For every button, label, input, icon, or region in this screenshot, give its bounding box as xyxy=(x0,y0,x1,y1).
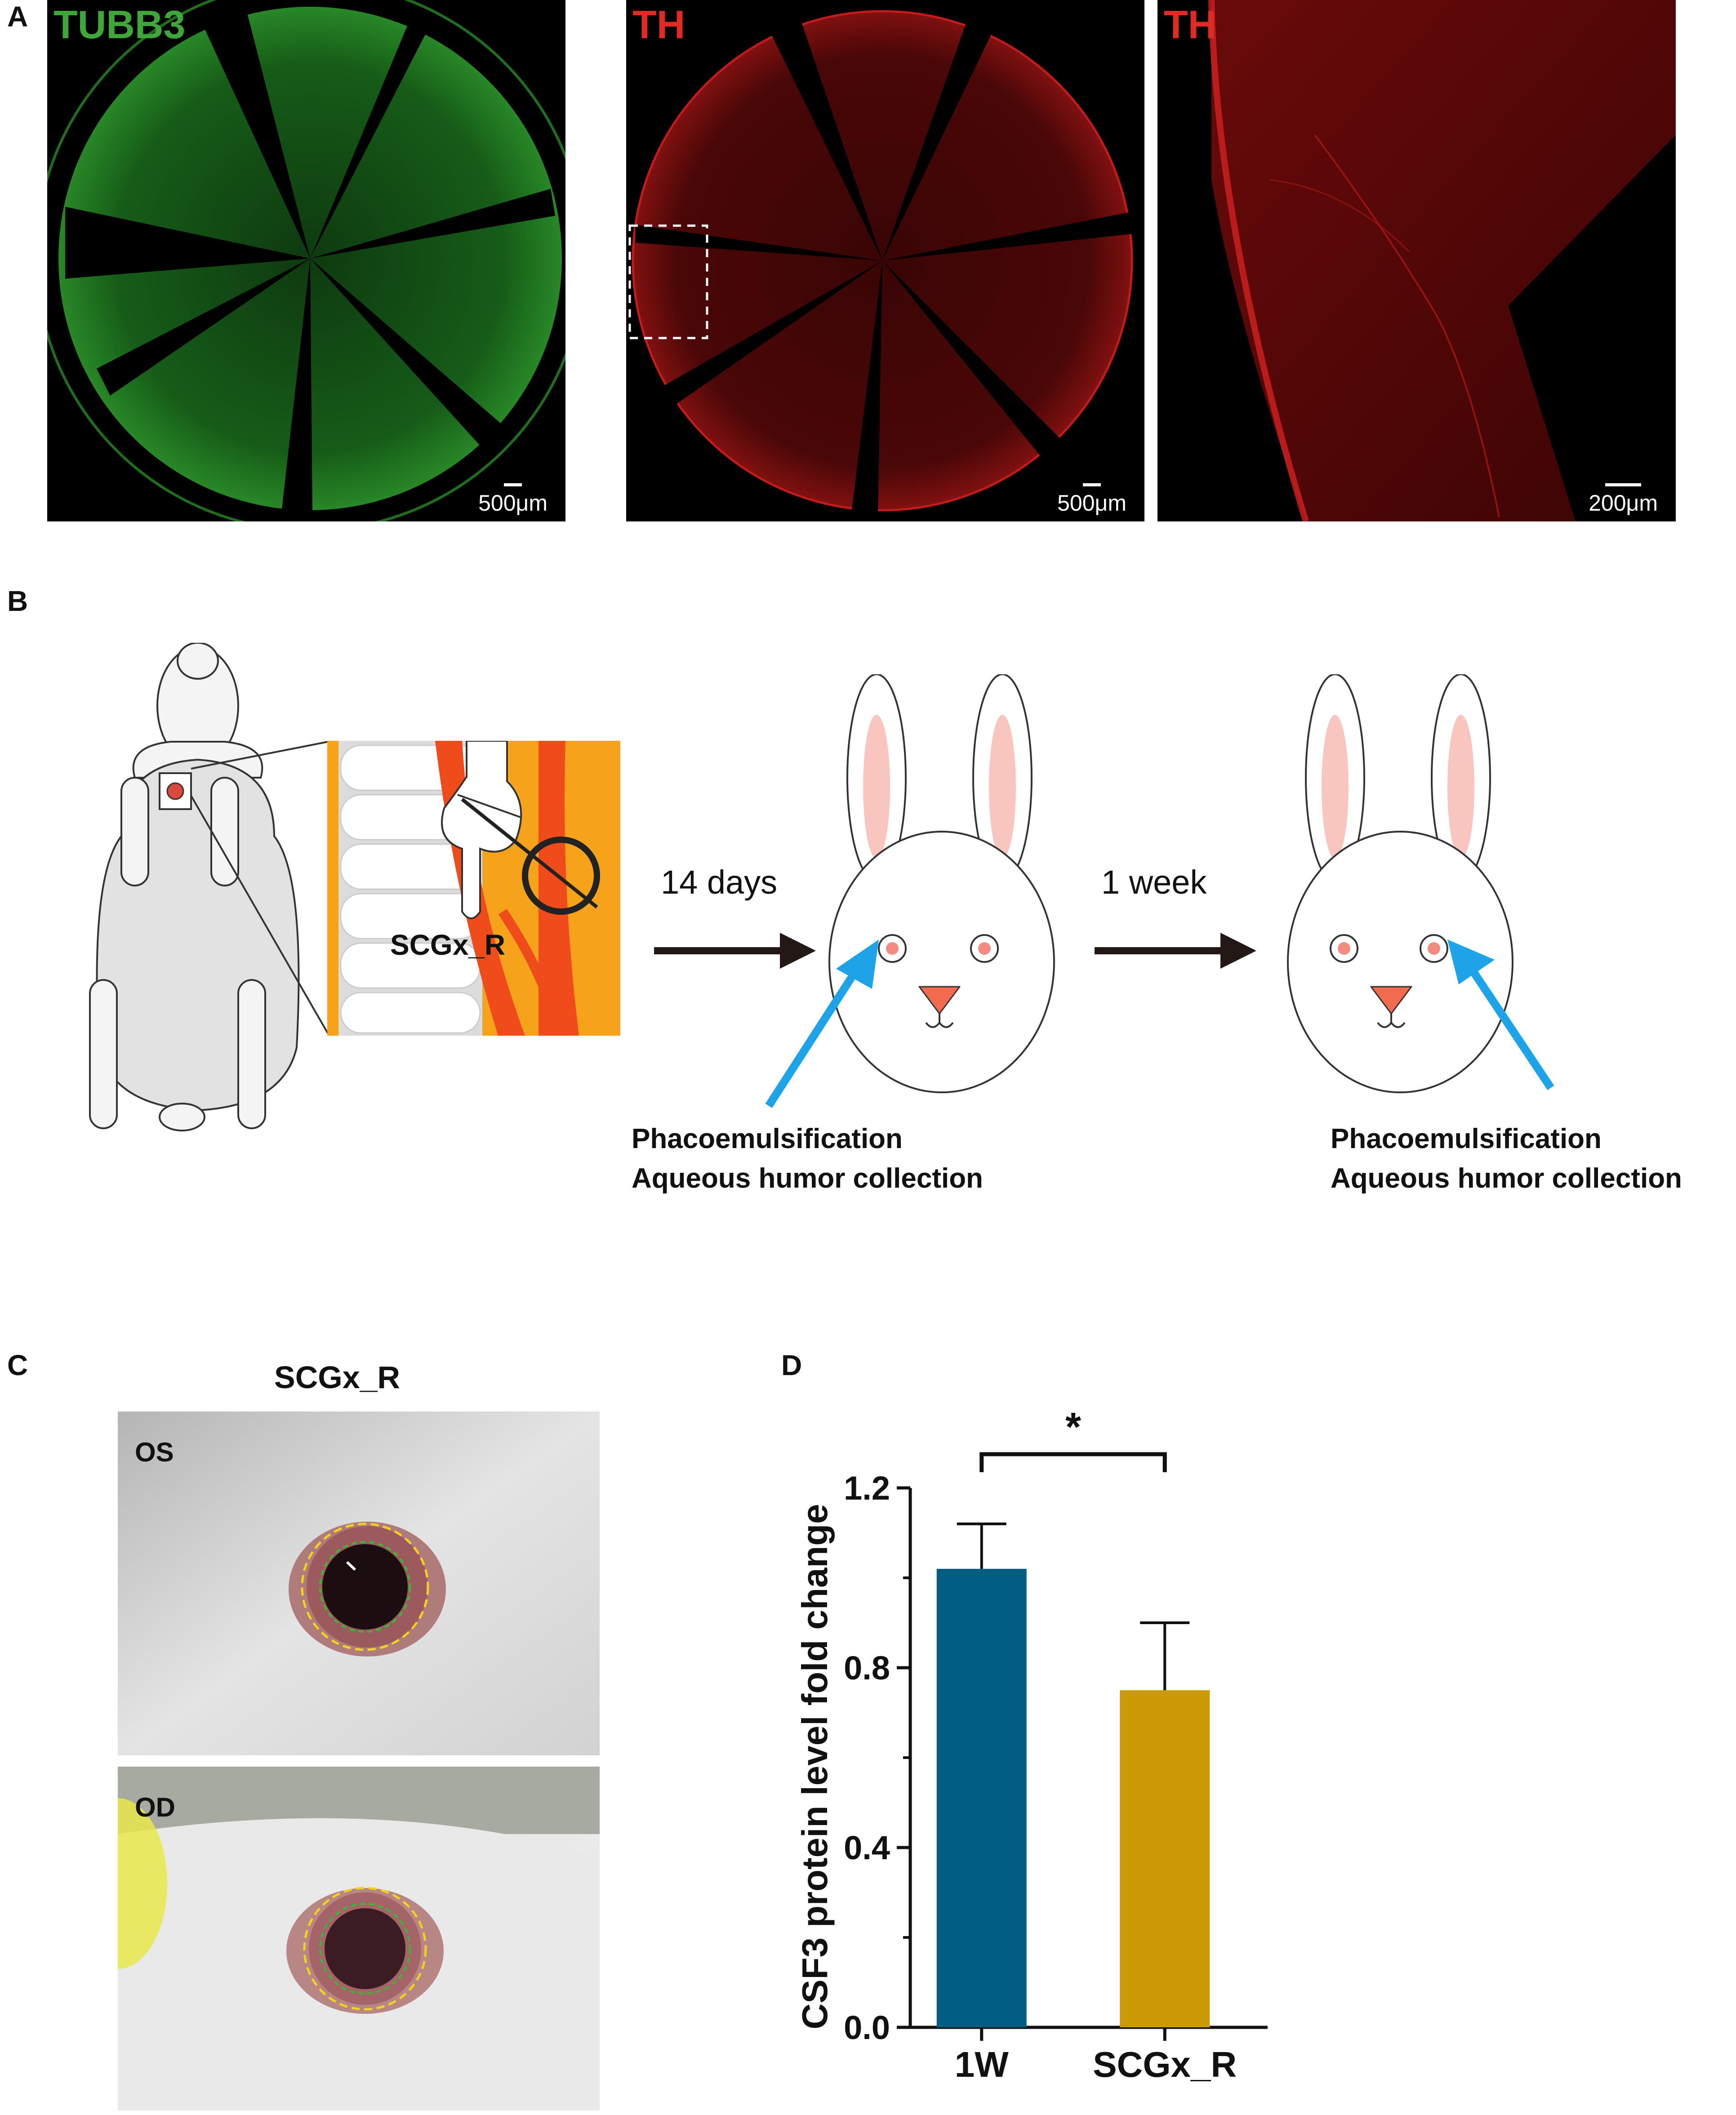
x-tick-label: 1W xyxy=(955,2044,1009,2084)
tubb3-stain-image xyxy=(47,0,565,521)
bar-0 xyxy=(936,1569,1027,2027)
od-label: OD xyxy=(135,1792,175,1822)
y-tick-label: 0.0 xyxy=(844,2009,890,2046)
caption-1: Phacoemulsification Aqueous humor collec… xyxy=(632,1119,983,1198)
x-tick-label: SCGx_R xyxy=(1093,2044,1237,2084)
micrograph-tubb3: TUBB3 500μm xyxy=(47,0,565,521)
panel-label-d: D xyxy=(781,1349,802,1381)
scale-bar-th: 500μm xyxy=(1057,483,1126,516)
y-tick-label: 0.8 xyxy=(844,1649,890,1687)
y-tick-label: 1.2 xyxy=(844,1469,890,1507)
chart-svg: 0.0 0.4 0.8 1.2 1W SCGx_R * CSF3 protein level … xyxy=(795,1405,1268,2084)
micrograph-th: TH 500μm xyxy=(626,0,1144,521)
arrow-right-1 xyxy=(654,933,816,969)
caption-1-line-1: Phacoemulsification xyxy=(632,1123,903,1154)
arrow-label-1-week: 1 week xyxy=(1101,864,1207,901)
y-tick-label: 0.4 xyxy=(844,1829,890,1866)
panel-label-b: B xyxy=(7,585,28,617)
bar-chart: 0.0 0.4 0.8 1.2 1W SCGx_R * CSF3 protein level … xyxy=(791,1376,1286,2113)
significance-bracket xyxy=(979,1452,1167,1472)
eye-photo-od-image xyxy=(118,1767,600,2111)
os-label: OS xyxy=(135,1437,174,1467)
caption-2-line-2: Aqueous humor collection xyxy=(1331,1163,1682,1194)
caption-2-line-1: Phacoemulsification xyxy=(1331,1123,1602,1154)
rabbit-face-2 xyxy=(1287,674,1513,1093)
caption-2: Phacoemulsification Aqueous humor collec… xyxy=(1331,1119,1682,1198)
tubb3-label: TUBB3 xyxy=(53,2,186,47)
rabbit-face-1 xyxy=(828,674,1055,1093)
eye-photo-os: OS xyxy=(118,1411,600,1755)
bar-1 xyxy=(1120,1690,1210,2027)
micrograph-th-zoom: TH 200μm xyxy=(1157,0,1676,521)
blue-arrow-1 xyxy=(765,940,879,1108)
scale-bar-th-zoom: 200μm xyxy=(1589,483,1658,516)
blue-arrow-2 xyxy=(1447,940,1554,1090)
th-zoom-label: TH xyxy=(1164,2,1217,47)
th-zoom-stain-image xyxy=(1208,0,1676,521)
panel-label-c: C xyxy=(7,1349,28,1381)
caption-1-line-2: Aqueous humor collection xyxy=(632,1163,983,1194)
panel-c-title: SCGx_R xyxy=(274,1360,401,1395)
ganglion-inset xyxy=(327,741,620,1036)
arrow-right-2 xyxy=(1095,933,1256,969)
eye-photo-os-image xyxy=(118,1411,600,1755)
arrow-label-14-days: 14 days xyxy=(661,864,778,901)
significance-star: * xyxy=(1065,1405,1081,1450)
th-stain-image xyxy=(628,9,1134,517)
th-label: TH xyxy=(632,2,685,47)
y-axis-label: CSF3 protein level fold change xyxy=(795,1504,835,2029)
zoom-lines xyxy=(190,741,329,1034)
eye-photo-od: OD xyxy=(118,1767,600,2111)
scale-bar-tubb3: 500μm xyxy=(478,483,548,516)
panel-label-a: A xyxy=(7,0,28,33)
schematic-rabbit-body xyxy=(89,643,300,1131)
inset-label: SCGx_R xyxy=(390,929,506,961)
